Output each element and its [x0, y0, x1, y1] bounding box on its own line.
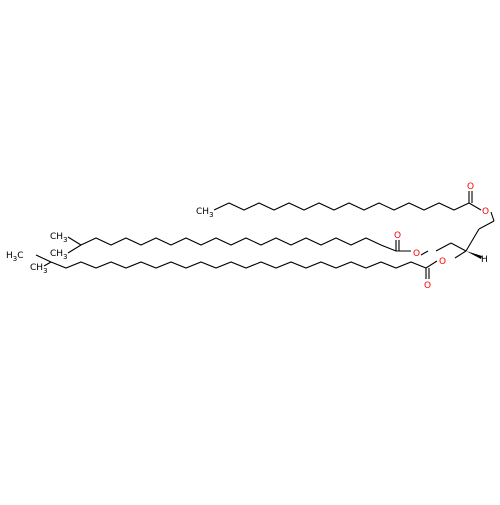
- ester-3-carbonyl-o: O: [424, 281, 431, 291]
- glycerol-bond-1: [478, 220, 495, 230]
- chain-2-bonds: [80, 237, 411, 252]
- glycerol-bond-3: [450, 242, 467, 252]
- chain-2-branch-upper: [67, 236, 82, 246]
- stereo-wedge: [466, 251, 482, 259]
- chain-1-bonds: [213, 202, 470, 211]
- ester-1-ether-bond-2: [490, 211, 495, 222]
- glycerol-bond-2: [465, 228, 480, 252]
- chain-2-branch-lower: [67, 244, 82, 254]
- ester-1-carbonyl-o: O: [467, 182, 474, 192]
- chain-3-methyl-branch: [43, 261, 52, 267]
- chain-3-bonds: [50, 260, 438, 269]
- stereo-h-label: H: [481, 255, 488, 265]
- chain-2-ch3-lower-label: CH3: [50, 249, 68, 261]
- glycerol-bond-4: [435, 242, 452, 252]
- chain-3-ethyl-bond-1: [35, 254, 52, 263]
- chain-2-ch3-upper-label: CH3: [50, 232, 68, 244]
- ester-2-carbonyl-o: O: [394, 231, 401, 241]
- glycerol-bond-5: [420, 250, 429, 256]
- ester-1-ether-bond: [468, 202, 482, 211]
- ester-3-ether-o: O: [439, 257, 446, 267]
- chain-3-ethyl-ch3-label: H3C: [6, 251, 24, 263]
- ester-1-ether-o: O: [482, 207, 489, 217]
- ester-2-ether-o: O: [413, 249, 420, 259]
- chain-1-ch3-label: CH3: [196, 207, 214, 219]
- chain-3-ch3-label: CH3: [30, 263, 48, 275]
- glycerol-bond-6: [454, 250, 467, 259]
